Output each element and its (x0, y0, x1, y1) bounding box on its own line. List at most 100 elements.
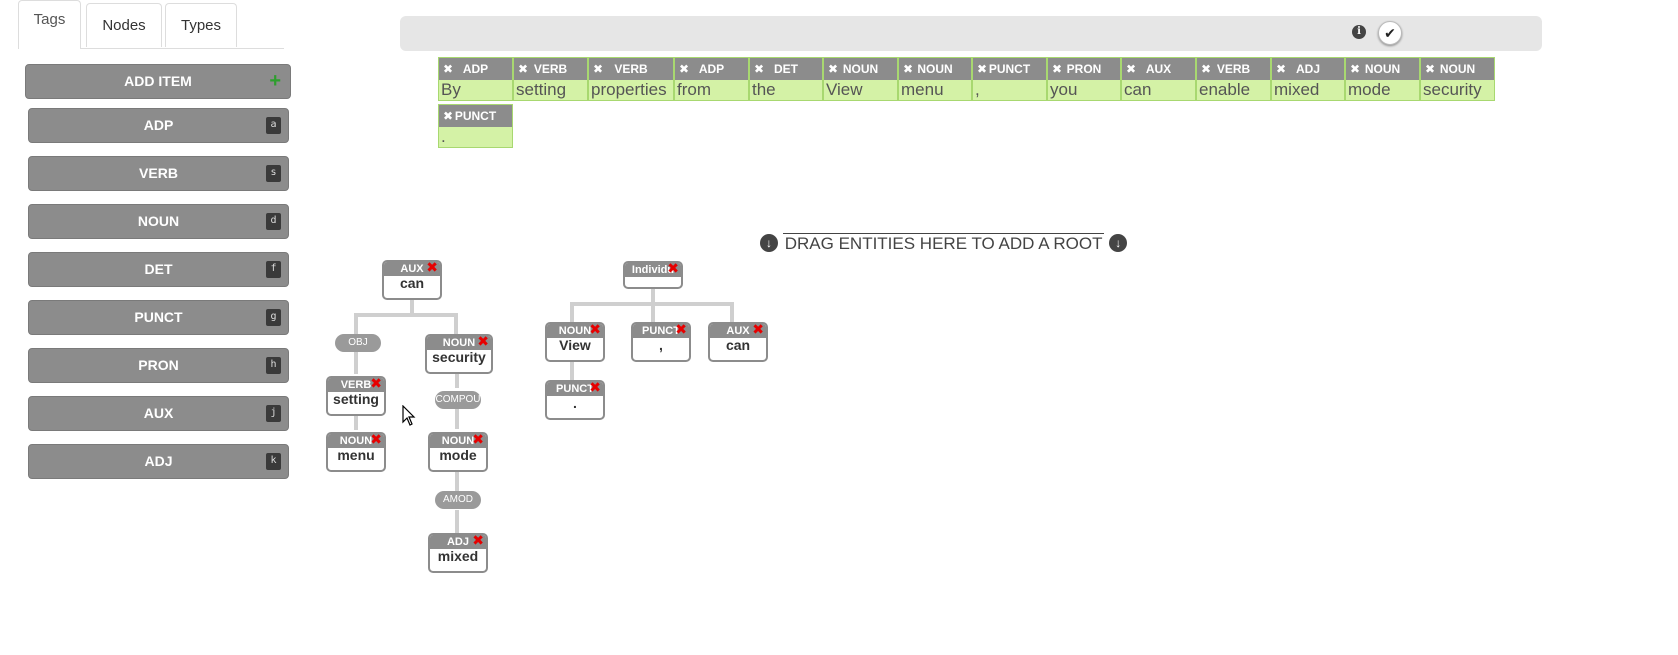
token-tag: PRON (1066, 62, 1102, 76)
tag-button-noun[interactable]: NOUN d (28, 204, 289, 239)
shortcut-key: j (266, 405, 281, 422)
tree-connector (651, 302, 655, 322)
token-chip[interactable]: ✖NOUN security (1420, 57, 1495, 101)
token-chip[interactable]: ✖ADJ mixed (1271, 57, 1345, 101)
token-word: security (1423, 80, 1482, 99)
tag-button-adj[interactable]: ADJ k (28, 444, 289, 479)
token-tag: ADJ (1295, 62, 1320, 76)
token-chip[interactable]: ✖VERB enable (1196, 57, 1271, 101)
tree-connector (570, 302, 574, 322)
remove-icon[interactable]: ✖ (443, 62, 454, 76)
tag-button-aux[interactable]: AUX j (28, 396, 289, 431)
token-chip[interactable]: ✖AUX can (1121, 57, 1196, 101)
tree-node[interactable]: AUX✖ can (382, 260, 442, 300)
token-tag: ADP (698, 62, 725, 76)
token-tag: DET (774, 62, 798, 76)
plus-icon: + (269, 70, 281, 92)
tree-connector (354, 313, 358, 335)
token-tag: VERB (533, 62, 568, 76)
add-item-button[interactable]: ADD ITEM + (25, 64, 291, 99)
tree-connector (410, 298, 414, 315)
tree-node[interactable]: NOUN✖ menu (326, 432, 386, 472)
remove-icon[interactable]: ✖ (472, 535, 484, 548)
remove-icon[interactable]: ✖ (370, 378, 382, 391)
tree-connector (455, 469, 459, 492)
remove-icon[interactable]: ✖ (903, 62, 914, 76)
token-tag: NOUN (1364, 62, 1401, 76)
tag-button-adp[interactable]: ADP a (28, 108, 289, 143)
remove-icon[interactable]: ✖ (589, 382, 601, 395)
token-word: , (975, 80, 980, 99)
shortcut-key: g (266, 309, 281, 326)
tree-node[interactable]: NOUN✖ mode (428, 432, 488, 472)
token-chip[interactable]: ✖ADP By (438, 57, 513, 101)
tree-node[interactable]: PUNCT✖ , (631, 322, 691, 362)
node-tag: VERB (340, 379, 372, 391)
tree-node[interactable]: ADJ✖ mixed (428, 533, 488, 573)
remove-icon[interactable]: ✖ (593, 62, 604, 76)
tree-connector (455, 371, 459, 388)
token-chip[interactable]: ✖ VERB setting (513, 57, 588, 101)
tree-connector (454, 313, 458, 335)
remove-icon[interactable]: ✖ (1350, 62, 1361, 76)
remove-icon[interactable]: ✖ (477, 336, 489, 349)
remove-icon[interactable]: ✖ (828, 62, 839, 76)
token-chip[interactable]: ✖NOUN menu (898, 57, 972, 101)
remove-icon[interactable]: ✖ (1425, 62, 1436, 76)
tree-node[interactable]: NOUN✖ View (545, 322, 605, 362)
token-chip[interactable]: ✖NOUN mode (1345, 57, 1420, 101)
remove-icon[interactable]: ✖ (1052, 62, 1063, 76)
token-chip[interactable]: ✖NOUN View (823, 57, 898, 101)
node-tag: NOUN (441, 435, 475, 447)
node-word: setting (333, 391, 379, 407)
remove-icon[interactable]: ✖ (370, 434, 382, 447)
remove-icon[interactable]: ✖ (754, 62, 765, 76)
token-chip[interactable]: ✖VERB properties (588, 57, 674, 101)
node-word: . (573, 395, 577, 411)
tag-button-pron[interactable]: PRON h (28, 348, 289, 383)
remove-icon[interactable]: ✖ (752, 324, 764, 337)
add-item-label: ADD ITEM (124, 73, 192, 89)
tree-node[interactable]: NOUN✖ security (425, 334, 493, 374)
tag-button-det[interactable]: DET f (28, 252, 289, 287)
token-chip[interactable]: ✖ADP from (674, 57, 749, 101)
remove-icon[interactable]: ✖ (472, 434, 484, 447)
tree-connector (455, 510, 459, 533)
node-word: mode (439, 447, 477, 463)
remove-icon[interactable]: ✖ (1276, 62, 1287, 76)
token-chip[interactable]: ✖PUNCT , (972, 57, 1047, 101)
tree-node[interactable]: PUNCT✖ . (545, 380, 605, 420)
remove-icon[interactable]: ✖ (675, 324, 687, 337)
tree-node[interactable]: AUX✖ can (708, 322, 768, 362)
remove-icon[interactable]: ✖ (667, 263, 679, 276)
remove-icon[interactable]: ✖ (1126, 62, 1137, 76)
token-word: the (752, 80, 776, 99)
tab-tags[interactable]: Tags (18, 0, 81, 49)
relation-label-amod[interactable]: AMOD (435, 491, 481, 509)
shortcut-key: k (266, 453, 281, 470)
relation-label-obj[interactable]: OBJ (335, 334, 381, 352)
tree-node[interactable]: VERB✖ setting (326, 376, 386, 416)
token-word: . (441, 127, 446, 146)
tag-button-punct[interactable]: PUNCT g (28, 300, 289, 335)
token-chip[interactable]: ✖PUNCT . (438, 104, 513, 148)
remove-icon[interactable]: ✖ (679, 62, 690, 76)
root-drop-zone[interactable]: ↓ DRAG ENTITIES HERE TO ADD A ROOT ↓ (760, 231, 1128, 257)
remove-icon[interactable]: ✖ (443, 109, 454, 123)
info-icon[interactable]: i (1352, 25, 1366, 39)
token-chip[interactable]: ✖PRON you (1047, 57, 1121, 101)
remove-icon[interactable]: ✖ (426, 262, 438, 275)
remove-icon[interactable]: ✖ (518, 62, 529, 76)
node-tag: Individu (631, 264, 675, 276)
tree-node[interactable]: Individu✖ (623, 261, 683, 289)
remove-icon[interactable]: ✖ (1201, 62, 1212, 76)
token-chip[interactable]: ✖ DET the (749, 57, 823, 101)
relation-label-compound[interactable]: COMPOU (435, 391, 481, 409)
tab-types[interactable]: Types (165, 3, 237, 47)
tab-nodes[interactable]: Nodes (86, 3, 162, 47)
token-word: setting (516, 80, 567, 99)
remove-icon[interactable]: ✖ (589, 324, 601, 337)
check-icon[interactable]: ✔ (1378, 21, 1402, 45)
remove-icon[interactable]: ✖ (977, 62, 988, 76)
tag-button-verb[interactable]: VERB s (28, 156, 289, 191)
